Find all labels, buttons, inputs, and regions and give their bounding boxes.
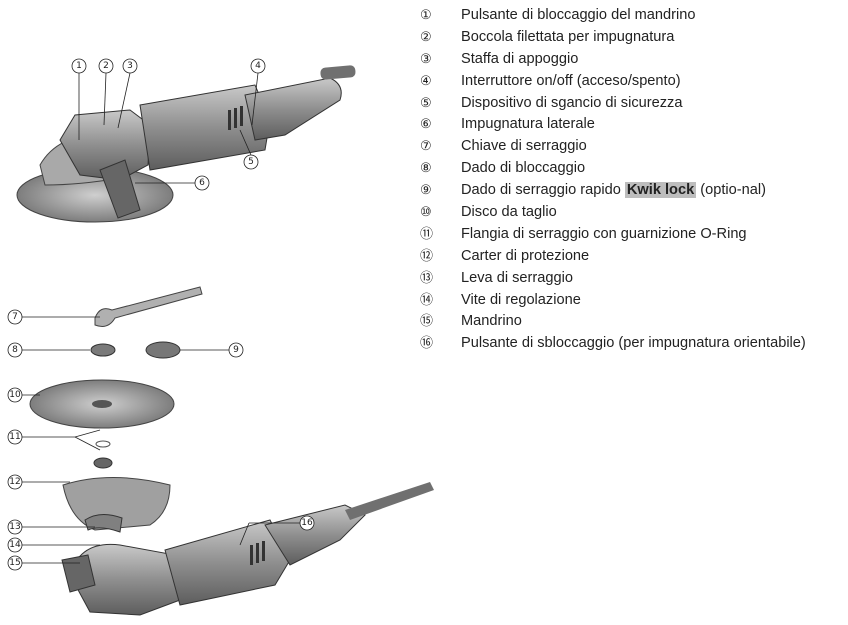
legend-number: ①: [420, 6, 452, 24]
callout-13: 13: [9, 522, 20, 532]
legend-text: Dado di serraggio rapido Kwik lock (opti…: [452, 181, 845, 199]
legend-text: Pulsante di sbloccaggio (per impugnatura…: [452, 334, 845, 352]
legend-text: Dispositivo di sgancio di sicurezza: [452, 94, 845, 112]
callout-10: 10: [9, 390, 21, 400]
callout-8: 8: [12, 345, 18, 355]
legend-text: Carter di protezione: [452, 247, 845, 265]
clamping-wrench: [95, 287, 202, 326]
legend-text: Dado di bloccaggio: [452, 159, 845, 177]
legend-number: ⑮: [420, 312, 452, 330]
callout-6: 6: [199, 178, 205, 188]
legend-text: Disco da taglio: [452, 203, 845, 221]
kwik-lock-highlight: Kwik lock: [625, 182, 696, 198]
callout-11: 11: [9, 432, 20, 442]
legend-item: ⑯Pulsante di sbloccaggio (per impugnatur…: [420, 334, 845, 352]
legend-number: ③: [420, 50, 452, 68]
legend-text: Flangia di serraggio con guarnizione O-R…: [452, 225, 845, 243]
legend-number: ④: [420, 72, 452, 90]
legend-number: ⑯: [420, 334, 452, 352]
legend-number: ⑨: [420, 181, 452, 199]
legend-number: ②: [420, 28, 452, 46]
legend-text: Impugnatura laterale: [452, 115, 845, 133]
callout-14: 14: [9, 540, 21, 550]
callout-3: 3: [127, 61, 133, 71]
callout-2: 2: [103, 61, 109, 71]
legend-text: Leva di serraggio: [452, 269, 845, 287]
grinder-top: [17, 65, 356, 222]
exploded-parts: [30, 287, 202, 532]
legend-text-before: Dado di serraggio rapido: [461, 182, 625, 198]
legend-number: ⑪: [420, 225, 452, 243]
legend-text: Chiave di serraggio: [452, 137, 845, 155]
callout-4: 4: [255, 61, 261, 71]
legend-number: ⑩: [420, 203, 452, 221]
legend-number: ⑭: [420, 291, 452, 309]
legend-text: Pulsante di bloccaggio del mandrino: [452, 6, 845, 24]
legend-number: ⑤: [420, 94, 452, 112]
locking-nut: [91, 344, 115, 356]
callout-9: 9: [233, 345, 239, 355]
legend-number: ⑧: [420, 159, 452, 177]
legend-number: ⑬: [420, 269, 452, 287]
callout-5: 5: [248, 157, 254, 167]
legend-text: Mandrino: [452, 312, 845, 330]
kwik-lock-nut: [146, 342, 180, 358]
legend-text: Vite di regolazione: [452, 291, 845, 309]
callout-15: 15: [9, 558, 20, 568]
callout-1: 1: [76, 61, 82, 71]
legend-number: ⑫: [420, 247, 452, 265]
o-ring: [96, 441, 110, 447]
legend-text: Boccola filettata per impugnatura: [452, 28, 845, 46]
angle-grinder-illustration: 1 2 3 4 5 6: [0, 0, 440, 625]
cord-top: [320, 65, 356, 80]
legend-number: ⑥: [420, 115, 452, 133]
disc-hole: [92, 400, 112, 408]
clamping-flange: [94, 458, 112, 468]
legend-text: Staffa di appoggio: [452, 50, 845, 68]
cord-bottom: [345, 482, 434, 520]
callout-16: 16: [301, 518, 313, 528]
legend-text-after: (optio-nal): [696, 182, 766, 198]
callout-7: 7: [12, 312, 18, 322]
callout-12: 12: [9, 477, 20, 487]
legend-text: Interruttore on/off (acceso/spento): [452, 72, 845, 90]
rear-handle-top: [245, 78, 341, 140]
legend-number: ⑦: [420, 137, 452, 155]
